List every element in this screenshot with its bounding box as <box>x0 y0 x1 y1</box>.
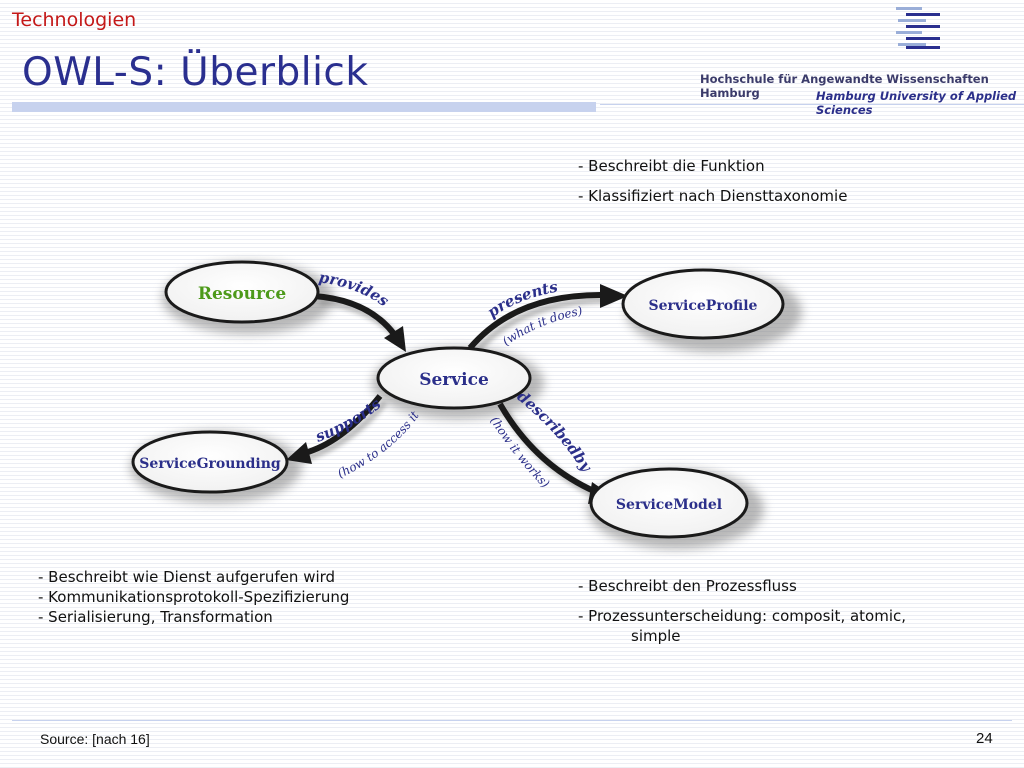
note-line: - Prozessunterscheidung: composit, atomi… <box>578 606 906 646</box>
header-divider <box>600 104 1024 105</box>
source-citation: Source: [nach 16] <box>40 731 150 747</box>
note-line-continuation: simple <box>631 627 681 645</box>
note-line: - Serialisierung, Transformation <box>38 608 273 626</box>
university-logo-icon <box>896 7 940 49</box>
node-service-grounding-label: ServiceGrounding <box>139 456 281 472</box>
node-service-model-label: ServiceModel <box>616 497 722 513</box>
node-resource: Resource <box>164 260 320 324</box>
node-service-grounding: ServiceGrounding <box>131 430 289 494</box>
edge-supports <box>286 394 383 464</box>
node-service-label: Service <box>419 370 489 390</box>
note-line: - Kommunikationsprotokoll-Spezifizierung <box>38 588 350 606</box>
page-number: 24 <box>976 730 993 747</box>
note-service-grounding: - Beschreibt wie Dienst aufgerufen wird … <box>38 567 349 627</box>
page-title: OWL-S: Überblick <box>22 50 369 95</box>
node-service-model: ServiceModel <box>589 467 749 539</box>
title-underline-bar <box>12 102 596 112</box>
node-service-profile-label: ServiceProfile <box>649 298 758 314</box>
note-line: - Beschreibt die Funktion <box>578 157 765 175</box>
edge-presents <box>467 284 628 350</box>
university-name-de: Hochschule für Angewandte Wissenschaften… <box>700 72 989 100</box>
node-service: Service <box>376 346 532 410</box>
node-service-profile: ServiceProfile <box>621 268 785 340</box>
university-name-en: Hamburg University of Applied Sciences <box>816 89 1017 117</box>
note-line: - Beschreibt den Prozessfluss <box>578 577 797 595</box>
note-line: - Klassifiziert nach Diensttaxonomie <box>578 187 848 205</box>
note-line-text: - Prozessunterscheidung: composit, atomi… <box>578 607 907 625</box>
edge-provides <box>313 293 406 352</box>
section-label: Technologien <box>12 9 137 31</box>
note-service-profile: - Beschreibt die Funktion - Klassifizier… <box>578 156 847 206</box>
footer-divider <box>12 720 1012 721</box>
node-resource-label: Resource <box>198 284 287 304</box>
note-line: - Beschreibt wie Dienst aufgerufen wird <box>38 568 336 586</box>
note-service-model: - Beschreibt den Prozessfluss - Prozessu… <box>578 576 906 646</box>
